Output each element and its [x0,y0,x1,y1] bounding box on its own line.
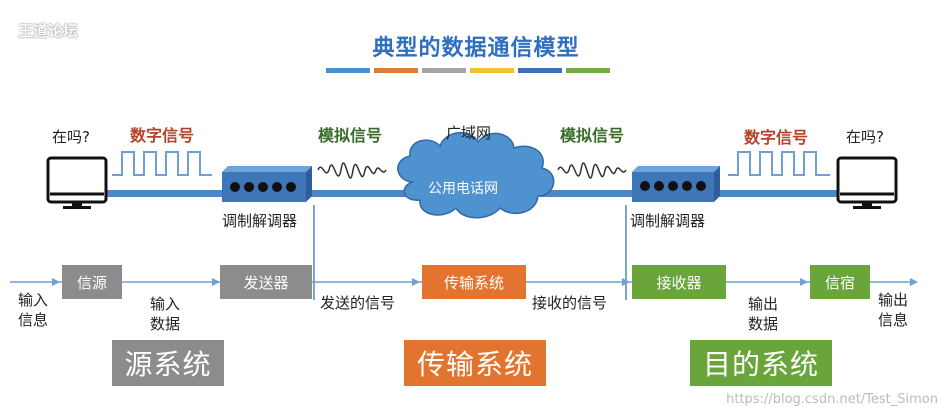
receiver-box: 接收器 [632,265,726,299]
right-computer-icon [836,156,898,209]
received-signal-label: 接收的信号 [532,294,608,312]
input-data-line-2: 数据 [150,315,181,333]
input-data-line-1: 输入 [150,295,181,313]
destination-box: 信宿 [810,265,870,299]
input-info-line-1: 输入 [18,291,49,309]
left-computer-icon [46,156,108,209]
transmission-system-box: 传输系统 [422,265,526,299]
right-question-label: 在吗? [846,128,884,146]
output-info-label: 输出 信息 [878,290,908,330]
left-modem-icon [222,166,312,202]
output-info-line-1: 输出 [878,291,909,309]
source-system-box: 源系统 [112,340,224,386]
left-question-label: 在吗? [52,128,90,146]
public-telephone-network-cloud [397,132,555,219]
analog-signal-left-label: 模拟信号 [318,126,383,145]
page-title: 典型的数据通信模型 [372,36,580,61]
output-data-line-2: 数据 [748,315,779,333]
output-data-label: 输出 数据 [748,294,778,334]
cloud-label: 公用电话网 [428,181,498,197]
sent-signal-label: 发送的信号 [320,294,396,312]
output-info-line-2: 信息 [878,311,909,329]
wan-label: 广域网 [446,124,492,142]
digital-wave-right [728,151,830,176]
digital-signal-left-label: 数字信号 [130,126,195,145]
right-modem-icon [632,166,720,202]
analog-wave-right [557,162,627,179]
modem-left-label: 调制解调器 [222,212,298,230]
modem-right-label: 调制解调器 [630,212,706,230]
input-data-label: 输入 数据 [150,294,180,334]
source-box: 信源 [62,265,122,299]
watermark-bottom: https://blog.csdn.net/Test_Simon [726,392,938,407]
transmission-line [105,190,842,197]
output-data-line-1: 输出 [748,295,779,313]
input-info-label: 输入 信息 [18,290,48,330]
section-dividers [313,205,627,300]
title-color-bar [326,68,610,73]
digital-signal-right-label: 数字信号 [744,128,809,147]
analog-signal-right-label: 模拟信号 [560,126,625,145]
destination-system-box: 目的系统 [690,340,832,386]
input-info-line-2: 信息 [18,311,49,329]
analog-wave-left [317,162,387,179]
digital-wave-left [112,151,212,176]
sender-box: 发送器 [220,265,312,299]
transmission-system-big-box: 传输系统 [404,340,546,386]
watermark-top: 王道论坛 [18,22,79,40]
